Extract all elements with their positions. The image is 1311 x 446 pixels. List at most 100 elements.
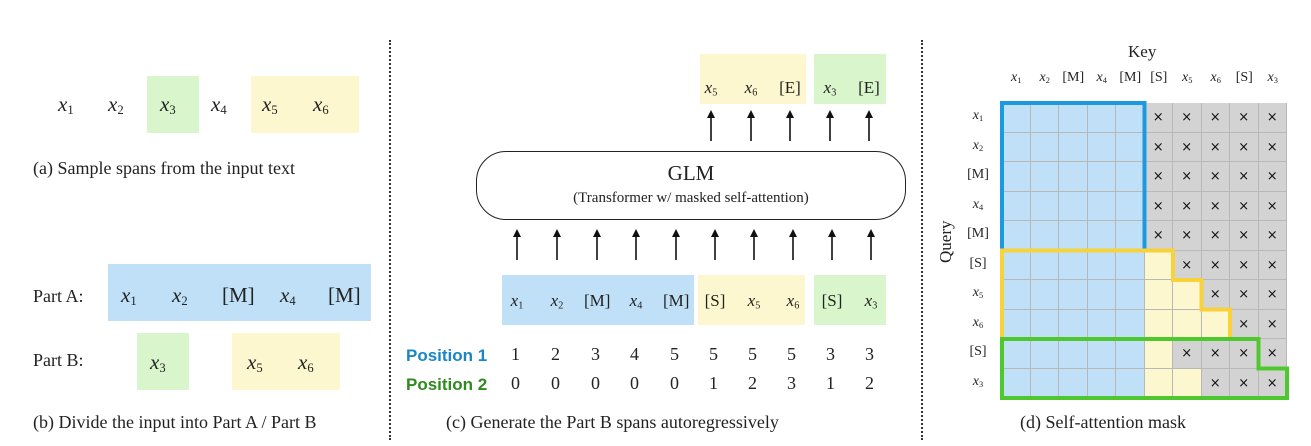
up-arrow-icon xyxy=(826,110,834,141)
key-token: x4 xyxy=(1096,70,1107,86)
up-arrow-icon xyxy=(786,110,794,141)
position2-value: 1 xyxy=(709,373,718,393)
panel-b-caption: (b) Divide the input into Part A / Part … xyxy=(33,412,317,432)
input-token: [M] xyxy=(584,291,611,310)
query-token: [M] xyxy=(967,167,989,182)
mask-cell-visible xyxy=(1002,339,1031,369)
position1-value: 1 xyxy=(511,344,520,364)
mask-cell-masked: × xyxy=(1258,221,1287,251)
position2-value: 0 xyxy=(630,373,639,393)
mask-cell-masked: × xyxy=(1173,103,1202,133)
panel-a-token: x4 xyxy=(211,92,227,118)
mask-region-outlines xyxy=(1000,101,1289,400)
panel-a-caption: (a) Sample spans from the input text xyxy=(33,158,295,178)
output-token: x3 xyxy=(823,78,837,99)
mask-cell-masked: × xyxy=(1201,339,1230,369)
position1-value: 5 xyxy=(709,344,718,364)
part-a-label: Part A: xyxy=(33,286,84,306)
mask-cell-visible xyxy=(1144,339,1173,369)
mask-cell-masked: × xyxy=(1201,368,1230,398)
output-token: x5 xyxy=(704,78,718,99)
up-arrow-icon xyxy=(828,229,836,260)
output-token: x6 xyxy=(744,78,758,99)
up-arrow-icon xyxy=(789,229,797,260)
position1-value: 5 xyxy=(748,344,757,364)
key-token: [S] xyxy=(1150,70,1168,85)
mask-cell-visible xyxy=(1030,103,1059,133)
key-token: [M] xyxy=(1062,70,1085,85)
query-token: [S] xyxy=(969,344,987,359)
mask-cell-visible xyxy=(1002,280,1031,310)
key-token: x1 xyxy=(1011,70,1022,86)
mask-cell-visible xyxy=(1116,250,1145,280)
position1-value: 3 xyxy=(826,344,835,364)
key-token: x6 xyxy=(1210,70,1221,86)
part-b-token: x3 xyxy=(150,350,166,376)
mask-cell-visible xyxy=(1002,132,1031,162)
part-a-token: [M] xyxy=(222,283,255,307)
panel-a-token: x6 xyxy=(313,92,329,118)
mask-cell-visible xyxy=(1116,368,1145,398)
up-arrow-icon xyxy=(632,229,640,260)
position1-value: 5 xyxy=(670,344,679,364)
mask-cell-visible xyxy=(1087,191,1116,221)
mask-cell-masked: × xyxy=(1230,191,1259,221)
panel-a-token: x5 xyxy=(262,92,278,118)
mask-cell-masked: × xyxy=(1201,132,1230,162)
mask-cell-visible xyxy=(1059,368,1088,398)
position1-value: 3 xyxy=(865,344,874,364)
mask-cell-visible xyxy=(1002,103,1031,133)
input-token: x3 xyxy=(864,291,878,312)
input-token: x2 xyxy=(550,291,564,312)
position1-label: Position 1 xyxy=(406,346,488,365)
part-a-token: x1 xyxy=(121,283,137,309)
input-token: [S] xyxy=(704,291,726,310)
input-span-yellow-bg xyxy=(698,275,805,325)
panel-a-token: x1 xyxy=(58,92,74,118)
input-token: [M] xyxy=(663,291,690,310)
up-arrow-icon xyxy=(707,110,715,141)
mask-cell-visible xyxy=(1002,191,1031,221)
mask-cell-visible xyxy=(1059,250,1088,280)
mask-cell-visible xyxy=(1087,339,1116,369)
panel-a-token: x2 xyxy=(108,92,124,118)
mask-cell-masked: × xyxy=(1258,103,1287,133)
position2-value: 0 xyxy=(670,373,679,393)
mask-cell-masked: × xyxy=(1230,339,1259,369)
mask-cell-masked: × xyxy=(1201,221,1230,251)
input-token: x5 xyxy=(747,291,761,312)
mask-cell-visible xyxy=(1030,191,1059,221)
mask-cell-masked: × xyxy=(1201,162,1230,192)
mask-cell-visible xyxy=(1030,162,1059,192)
query-label: Query xyxy=(936,220,955,263)
query-token: x1 xyxy=(972,108,984,124)
position1-value: 5 xyxy=(787,344,796,364)
glm-subtitle: (Transformer w/ masked self-attention) xyxy=(573,190,809,206)
mask-cell-visible xyxy=(1087,162,1116,192)
position2-value: 3 xyxy=(787,373,796,393)
query-token: x4 xyxy=(972,196,984,212)
part-b-token: x5 xyxy=(247,350,263,376)
part-b-span-1 xyxy=(137,333,189,390)
output-span-yellow xyxy=(700,54,806,104)
query-token: x2 xyxy=(972,137,984,153)
panel-a-span-green xyxy=(147,76,199,133)
mask-cell-visible xyxy=(1059,132,1088,162)
mask-cell-masked: × xyxy=(1230,221,1259,251)
mask-cell-visible xyxy=(1087,250,1116,280)
mask-cell-visible xyxy=(1116,103,1145,133)
query-token: x5 xyxy=(972,285,984,301)
mask-cell-masked: × xyxy=(1201,103,1230,133)
up-arrow-icon xyxy=(593,229,601,260)
up-arrow-icon xyxy=(553,229,561,260)
mask-cell-masked: × xyxy=(1201,191,1230,221)
mask-cell-visible xyxy=(1059,339,1088,369)
glm-model-box xyxy=(476,151,906,220)
key-label: Key xyxy=(1128,42,1157,61)
mask-cell-masked: × xyxy=(1173,162,1202,192)
mask-cell-visible xyxy=(1002,250,1031,280)
key-token: x3 xyxy=(1267,70,1278,86)
part-a-token: [M] xyxy=(328,283,361,307)
up-arrow-icon xyxy=(750,229,758,260)
up-arrow-icon xyxy=(672,229,680,260)
